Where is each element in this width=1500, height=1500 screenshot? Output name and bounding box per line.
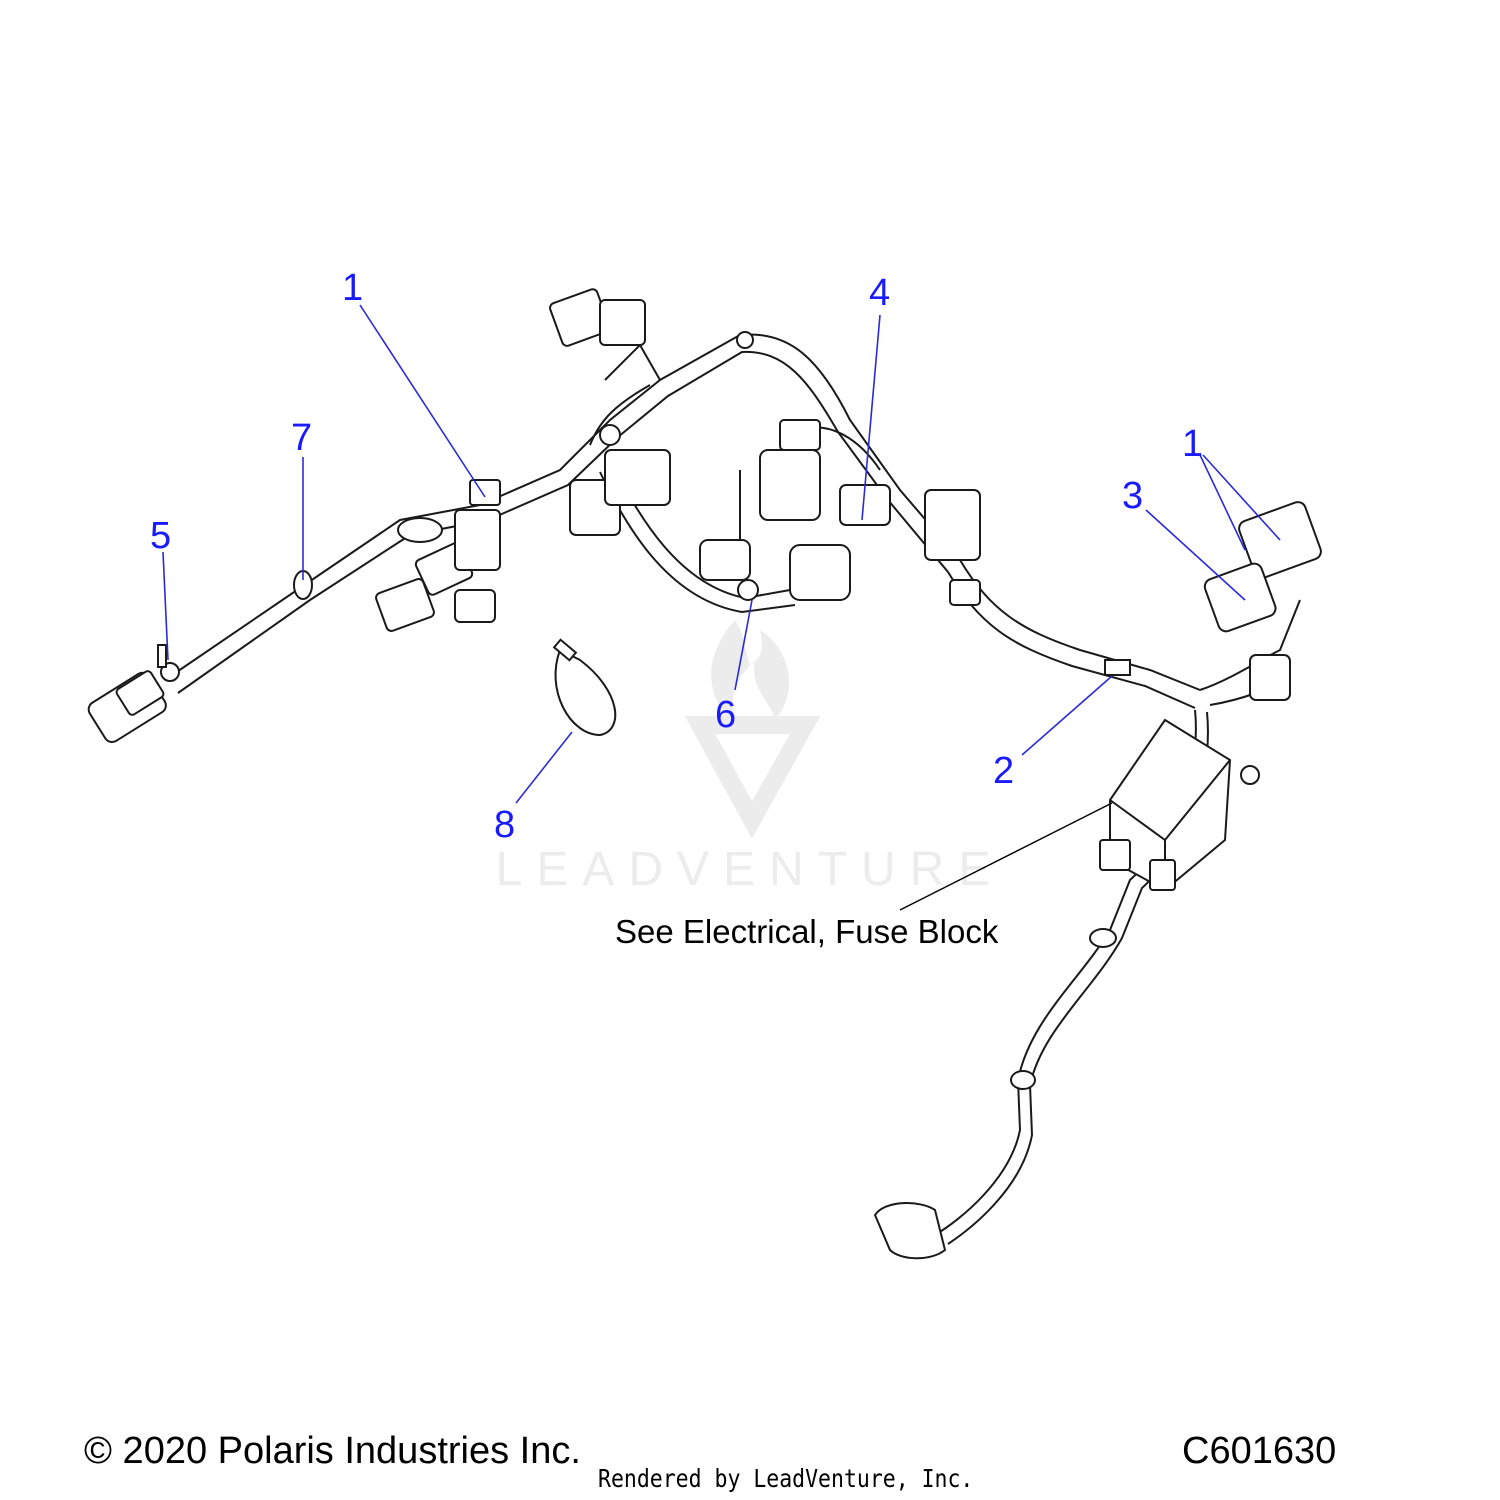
callout-item-7: 7 xyxy=(291,417,312,459)
connector-cluster-center xyxy=(549,288,981,606)
rendered-by-text: Rendered by LeadVenture, Inc. xyxy=(598,1464,974,1493)
fuse-block xyxy=(1099,718,1260,892)
clip-item-5 xyxy=(157,644,180,682)
ground-lug xyxy=(873,928,1117,1260)
connector-cluster-left xyxy=(375,479,501,632)
callout-item-6: 6 xyxy=(715,694,736,736)
callout-item-3: 3 xyxy=(1122,475,1143,517)
connector-left-end xyxy=(87,670,167,744)
callout-labels: 1 7 5 4 1 3 6 2 8 xyxy=(150,267,1203,846)
callout-item-1-left: 1 xyxy=(342,267,363,309)
callout-item-4: 4 xyxy=(869,272,890,314)
callout-item-8: 8 xyxy=(494,804,515,846)
watermark-logo xyxy=(684,620,821,839)
copyright-text: © 2020 Polaris Industries Inc. xyxy=(84,1430,581,1472)
figure-id: C601630 xyxy=(1182,1430,1337,1472)
fuse-block-reference-note: See Electrical, Fuse Block xyxy=(615,913,999,950)
leader-lines xyxy=(162,304,1281,804)
connector-cluster-right xyxy=(1104,501,1322,701)
cable-tie-item-8 xyxy=(552,638,617,737)
note-leader xyxy=(899,802,1113,911)
callout-item-2: 2 xyxy=(993,750,1014,792)
callout-item-1-right: 1 xyxy=(1182,423,1203,465)
watermark-text: LEADVENTURE xyxy=(496,843,1005,896)
callout-item-5: 5 xyxy=(150,515,171,557)
